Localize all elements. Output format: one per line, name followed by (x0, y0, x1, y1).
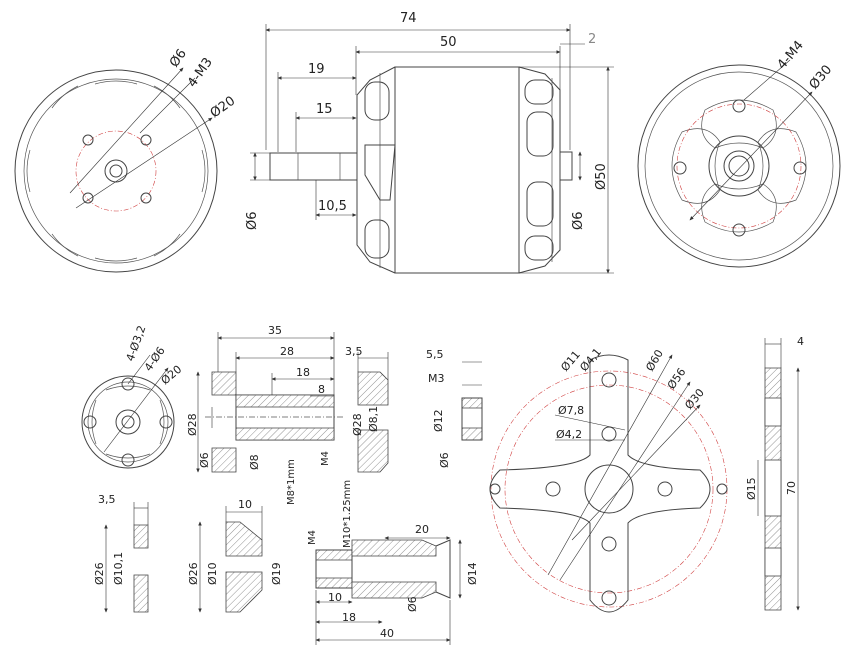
dim-d4-2: Ø4,2 (556, 428, 582, 441)
dim-4m4: 4-M4 (775, 38, 807, 73)
dim-10-collet: 10 (328, 591, 342, 604)
dim-28: 28 (280, 345, 294, 358)
dim-d28-washer: Ø28 (351, 413, 364, 436)
dim-m3: M3 (428, 372, 445, 385)
dim-d6-adapter: Ø6 (198, 452, 211, 468)
dim-4-d3-2: 4-Ø3,2 (124, 324, 149, 363)
dim-40: 40 (380, 627, 394, 640)
dim-d26-b: Ø26 (187, 562, 200, 585)
dim-3-5-spacer: 3,5 (98, 493, 116, 506)
dim-4m3: 4-M3 (185, 55, 216, 90)
dim-20: 20 (415, 523, 429, 536)
dim-m4-adapter: M4 (320, 451, 331, 466)
dim-10-5: 10,5 (318, 199, 347, 214)
rear-view-right: 4-M4 Ø30 (637, 38, 841, 268)
dim-d15: Ø15 (745, 477, 758, 500)
dim-d56: Ø56 (665, 366, 689, 392)
dim-4-d6: 4-Ø6 (142, 344, 168, 373)
dim-5-5: 5,5 (426, 348, 444, 361)
front-view-left: Ø6 4-M3 Ø20 (14, 47, 239, 273)
dim-d28-adapter: Ø28 (186, 413, 199, 436)
prop-adapter: 35 28 18 8 Ø28 Ø6 Ø8 M8*1mm M4 (186, 324, 345, 505)
dim-15: 15 (316, 102, 333, 117)
dim-d8-1: Ø8,1 (367, 406, 380, 432)
dim-35: 35 (268, 324, 282, 337)
dim-d20-flange: Ø20 (159, 363, 185, 388)
dim-m10: M10*1.25mm (342, 480, 353, 548)
dim-18: 18 (296, 366, 310, 379)
side-plate: 4 70 Ø15 (745, 335, 804, 611)
dim-74: 74 (400, 11, 417, 26)
cross-mount: Ø11 Ø4,1 Ø60 Ø56 Ø30 Ø7,8 Ø4,2 (489, 346, 728, 613)
spacer-a: 3,5 Ø26 Ø10,1 (93, 493, 149, 613)
dim-shaft-r-d6: Ø6 (571, 211, 586, 230)
dim-d10-b: Ø10 (206, 562, 219, 585)
dim-d30-mount: Ø30 (682, 386, 707, 412)
dim-d14: Ø14 (466, 562, 479, 585)
dim-18-collet: 18 (342, 611, 356, 624)
dim-d50: Ø50 (594, 163, 609, 190)
dim-d8-adapter: Ø8 (248, 454, 261, 470)
dim-10-spacer: 10 (238, 498, 252, 511)
dim-d6: Ø6 (167, 47, 190, 71)
dim-d10-1: Ø10,1 (112, 552, 125, 585)
dim-2: 2 (588, 32, 596, 47)
nut: 5,5 M3 Ø12 Ø6 (426, 348, 483, 468)
dim-70: 70 (785, 481, 798, 495)
dim-shaft-d6: Ø6 (245, 211, 260, 230)
washer: 3,5 Ø28 Ø8,1 (345, 345, 389, 473)
dim-19: 19 (308, 62, 325, 77)
dim-d7-8: Ø7,8 (558, 404, 584, 417)
collet: 20 Ø14 M4 M10*1.25mm 10 Ø6 18 40 (307, 480, 479, 645)
dim-d6-nut: Ø6 (438, 452, 451, 468)
dim-d30-top: Ø30 (807, 62, 836, 92)
dim-d4-1: Ø4,1 (577, 346, 604, 374)
dim-m8: M8*1mm (286, 459, 297, 505)
dim-d19: Ø19 (270, 562, 283, 585)
dim-d26-a: Ø26 (93, 562, 106, 585)
dim-d6-collet: Ø6 (406, 596, 419, 612)
spacer-b: 10 Ø26 Ø10 Ø19 (187, 498, 283, 613)
dim-50: 50 (440, 35, 457, 50)
dim-d11: Ø11 (558, 348, 583, 374)
dim-m4-collet: M4 (307, 530, 318, 545)
side-view: 74 50 2 19 15 10,5 Ø6 Ø6 Ø50 (245, 11, 614, 274)
flange-view: 4-Ø3,2 4-Ø6 Ø20 (81, 324, 185, 469)
dim-4-plate: 4 (797, 335, 804, 348)
dim-d60: Ø60 (643, 347, 666, 373)
dim-d12: Ø12 (432, 409, 445, 432)
dim-3-5-washer: 3,5 (345, 345, 363, 358)
dim-d20: Ø20 (208, 94, 239, 122)
dim-8: 8 (318, 383, 325, 396)
